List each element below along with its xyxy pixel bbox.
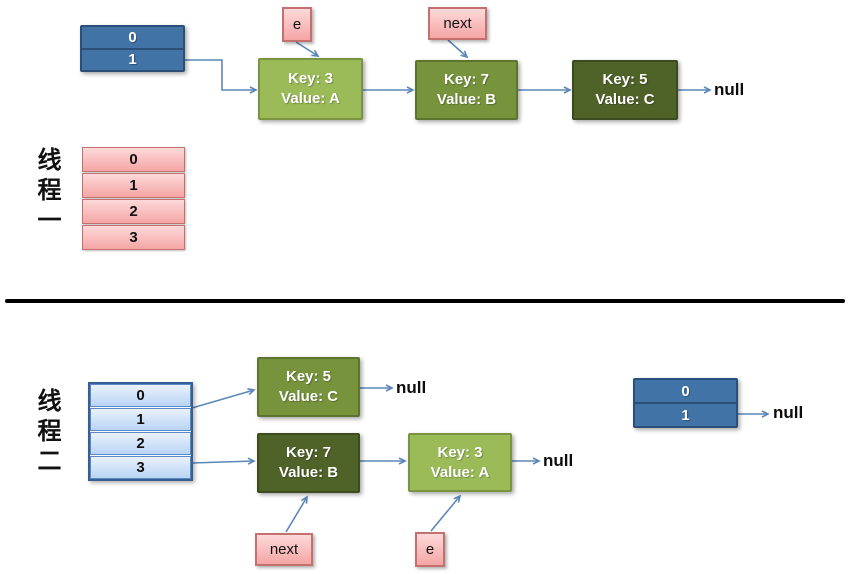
node-key7-bottom: Key: 7 Value: B	[257, 433, 360, 493]
bucket-row-1: 1	[82, 47, 183, 71]
node-key-label: Key: 3	[437, 443, 483, 461]
node-key-label: Key: 5	[602, 71, 648, 88]
hash-row-2: 2	[82, 199, 185, 224]
hash-row-1: 1	[90, 408, 191, 431]
node-value-label: Value: C	[278, 388, 339, 405]
bucket-row-0: 0	[681, 382, 690, 400]
hash-row-3: 3	[90, 456, 191, 479]
null-after-bucket: null	[773, 403, 804, 422]
node-value-label: Value: B	[278, 464, 339, 481]
arrow-row1-to-key5-bottom	[191, 388, 256, 409]
arrow-next-to-key7-top	[447, 39, 469, 59]
hash-row-0: 0	[82, 147, 185, 172]
node-value-label: Value: A	[430, 463, 490, 481]
thread1-bucket-table: 0 1	[80, 25, 185, 72]
node-key-label: Key: 3	[287, 70, 334, 87]
thread2-label: 线程二	[33, 388, 60, 478]
section-divider	[5, 299, 845, 303]
node-value-label: Value: C	[595, 91, 655, 108]
node-key5-top: Key: 5 Value: C	[572, 60, 678, 120]
node-key7-top: Key: 7 Value: B	[415, 60, 518, 120]
thread1-label: 线程一	[33, 147, 60, 237]
bucket-row-1: 1	[635, 402, 736, 426]
node-key5-bottom: Key: 5 Value: C	[257, 357, 360, 417]
thread2-hash-table: 0 1 2 3	[88, 382, 193, 481]
bucket-row-0: 0	[128, 28, 137, 46]
null-after-key3: null	[543, 451, 574, 470]
node-key3-top: Key: 3 Value: A	[258, 58, 363, 120]
node-value-label: Value: A	[281, 90, 340, 107]
hash-row-2: 2	[90, 432, 191, 455]
arrow-e-to-key3-top	[295, 41, 320, 57]
arrow-e-to-key3-bottom	[430, 494, 462, 532]
null-terminator-top: null	[714, 80, 745, 99]
arrow-next-to-key7-bottom	[285, 495, 308, 533]
node-key-label: Key: 7	[443, 71, 490, 88]
node-key-label: Key: 5	[285, 368, 332, 385]
hash-row-1: 1	[82, 173, 185, 198]
e-pointer-tag-bottom: e	[415, 532, 445, 567]
hash-row-0: 0	[90, 384, 191, 407]
arrow-row3-to-key7-bottom	[191, 457, 256, 465]
node-key-label: Key: 7	[285, 444, 332, 461]
arrow-bucket1-to-key3	[185, 59, 258, 94]
e-pointer-tag-top: e	[282, 7, 312, 42]
thread2-bucket-table: 0 1	[633, 378, 738, 428]
thread1-hash-table: 0 1 2 3	[82, 147, 185, 250]
next-pointer-tag-top: next	[428, 7, 487, 40]
node-key3-bottom: Key: 3 Value: A	[408, 433, 512, 492]
null-after-key5: null	[396, 378, 427, 397]
hash-row-3: 3	[82, 225, 185, 250]
next-pointer-tag-bottom: next	[255, 533, 313, 566]
node-value-label: Value: B	[436, 91, 497, 108]
